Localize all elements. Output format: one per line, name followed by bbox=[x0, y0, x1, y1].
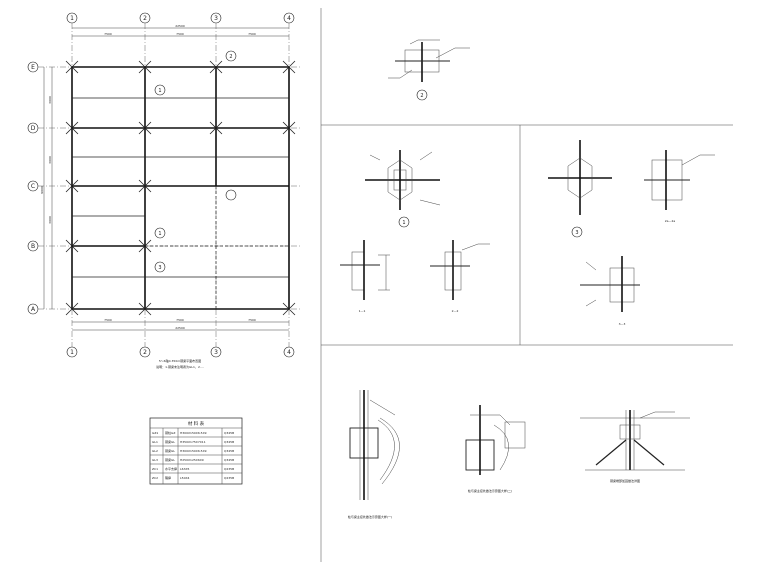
grid-bubbles-top: 1 2 3 4 bbox=[66, 12, 295, 24]
plan-detail-callouts: 2 1 1 3 bbox=[154, 50, 237, 273]
bottom-detail-1-caption: 柱与梁主接处做法示意图大样(一) bbox=[348, 514, 392, 519]
table-cell: ZC2 bbox=[152, 476, 158, 480]
bottom-detail-1: 柱与梁主接处做法示意图大样(一) bbox=[348, 390, 400, 519]
bottom-detail-3: 钢梁端部加固做法详图 bbox=[580, 410, 690, 483]
table-cell: H300X150X6.5X9 bbox=[180, 431, 207, 435]
bottom-detail-2: 柱与梁主接处做法示意图大样(二) bbox=[465, 405, 526, 493]
secondary-beams bbox=[72, 97, 289, 309]
callout-1: 1 bbox=[158, 88, 161, 94]
table-cell: 水平支撑 bbox=[165, 466, 177, 471]
table-cell: Q235B bbox=[224, 476, 234, 480]
grid-label-4-bottom: 4 bbox=[287, 349, 291, 356]
dim-side-overall: 9000 bbox=[40, 186, 44, 194]
grid-label-1-bottom: 1 bbox=[70, 349, 74, 356]
dimension-lines-side: 9000 3000 3000 3000 bbox=[40, 67, 53, 309]
section-2a-2a: 2a—2a bbox=[665, 219, 676, 223]
steel-beam-plan: 1 2 3 4 1 2 3 4 E D C B A bbox=[27, 12, 300, 369]
detail-2-label: 2 bbox=[420, 93, 423, 99]
detail-3-label: 3 bbox=[575, 230, 578, 236]
table-rows: GZ1 钢柱GZ H300X150X6.5X9 Q345B GL1 钢梁GL H… bbox=[152, 430, 234, 480]
table-cell: GL2 bbox=[152, 449, 158, 453]
dimension-lines-bottom: 7500 7500 7500 22500 bbox=[72, 318, 289, 331]
table-cell: GL3 bbox=[152, 458, 158, 462]
callout-3: 3 bbox=[158, 265, 161, 271]
grid-label-d: D bbox=[31, 125, 36, 132]
dim-bay-1-top: 7500 bbox=[104, 32, 112, 36]
detail-1-label: 1 bbox=[402, 220, 405, 226]
table-cell: 钢梁GL bbox=[165, 448, 175, 453]
grid-label-e: E bbox=[31, 64, 35, 71]
table-cell: L63X5 bbox=[180, 467, 190, 471]
table-cell: GZ1 bbox=[152, 431, 158, 435]
dim-side-1: 3000 bbox=[48, 96, 52, 104]
table-cell: Q235B bbox=[224, 467, 234, 471]
grid-bubbles-rows: E D C B A bbox=[27, 61, 39, 315]
table-cell: GL1 bbox=[152, 440, 158, 444]
dim-overall-bottom: 22500 bbox=[175, 326, 185, 330]
grid-label-1: 1 bbox=[70, 15, 74, 22]
dim-side-2: 3000 bbox=[48, 156, 52, 164]
table-cell: Q345B bbox=[224, 431, 234, 435]
table-cell: 钢柱GZ bbox=[165, 430, 175, 435]
callout-2: 2 bbox=[229, 54, 232, 60]
grid-label-c: C bbox=[31, 183, 35, 190]
detail-1: 1 1—1 2—2 bbox=[340, 150, 490, 313]
dim-side-3: 3000 bbox=[48, 216, 52, 224]
grid-label-2: 2 bbox=[143, 15, 147, 22]
table-cell: H350X175X7X11 bbox=[180, 440, 206, 444]
knee-braces bbox=[65, 60, 296, 316]
grid-label-3: 3 bbox=[214, 15, 218, 22]
table-cell: Q345B bbox=[224, 458, 234, 462]
table-cell: 隅撑 bbox=[165, 475, 171, 480]
table-cell: H300X150X6.5X9 bbox=[180, 449, 207, 453]
grid-label-3-bottom: 3 bbox=[214, 349, 218, 356]
table-cell: ZC1 bbox=[152, 467, 158, 471]
detail-3: 3 2a—2a 3—3 bbox=[548, 140, 715, 326]
dim-bay-1-bottom: 7500 bbox=[104, 318, 112, 322]
dimension-lines-top: 22500 7500 7500 7500 bbox=[72, 24, 289, 37]
plan-note: 说明：1.钢梁未注明者为GL1，2.… bbox=[156, 364, 204, 369]
bottom-detail-3-caption: 钢梁端部加固做法详图 bbox=[610, 478, 640, 483]
callout-1b: 1 bbox=[158, 231, 161, 237]
grid-label-2-bottom: 2 bbox=[143, 349, 147, 356]
grid-label-4: 4 bbox=[287, 15, 291, 22]
plan-title: 5～6轴0.350m钢梁平面布置图 bbox=[159, 358, 201, 363]
dim-overall-top: 22500 bbox=[175, 24, 185, 28]
table-title: 材 料 表 bbox=[188, 420, 205, 427]
grid-axis-lines bbox=[38, 23, 300, 347]
dim-bay-3-bottom: 7500 bbox=[248, 318, 256, 322]
table-cell: Q345B bbox=[224, 449, 234, 453]
grid-label-a: A bbox=[31, 306, 36, 313]
grid-label-b: B bbox=[31, 243, 35, 250]
section-3-3: 3—3 bbox=[619, 322, 626, 326]
dim-bay-2-bottom: 7500 bbox=[176, 318, 184, 322]
grid-bubbles-bottom: 1 2 3 4 bbox=[66, 346, 295, 358]
dim-bay-3-top: 7500 bbox=[248, 32, 256, 36]
section-2-2: 2—2 bbox=[452, 309, 459, 313]
table-cell: H250X125X6X9 bbox=[180, 458, 204, 462]
main-beams bbox=[71, 66, 290, 310]
table-cell: Q345B bbox=[224, 440, 234, 444]
material-table: 材 料 表 GZ1 钢柱GZ H300X150X6.5X9 Q345B GL1 … bbox=[149, 417, 243, 485]
section-1-1: 1—1 bbox=[359, 309, 366, 313]
detail-2: 2 bbox=[388, 39, 470, 101]
dim-bay-2-top: 7500 bbox=[176, 32, 184, 36]
table-cell: L50X4 bbox=[180, 476, 190, 480]
table-cell: 钢梁GL bbox=[165, 439, 175, 444]
bottom-detail-2-caption: 柱与梁主接处做法示意图大样(二) bbox=[468, 488, 512, 493]
table-cell: 钢梁GL bbox=[165, 457, 175, 462]
